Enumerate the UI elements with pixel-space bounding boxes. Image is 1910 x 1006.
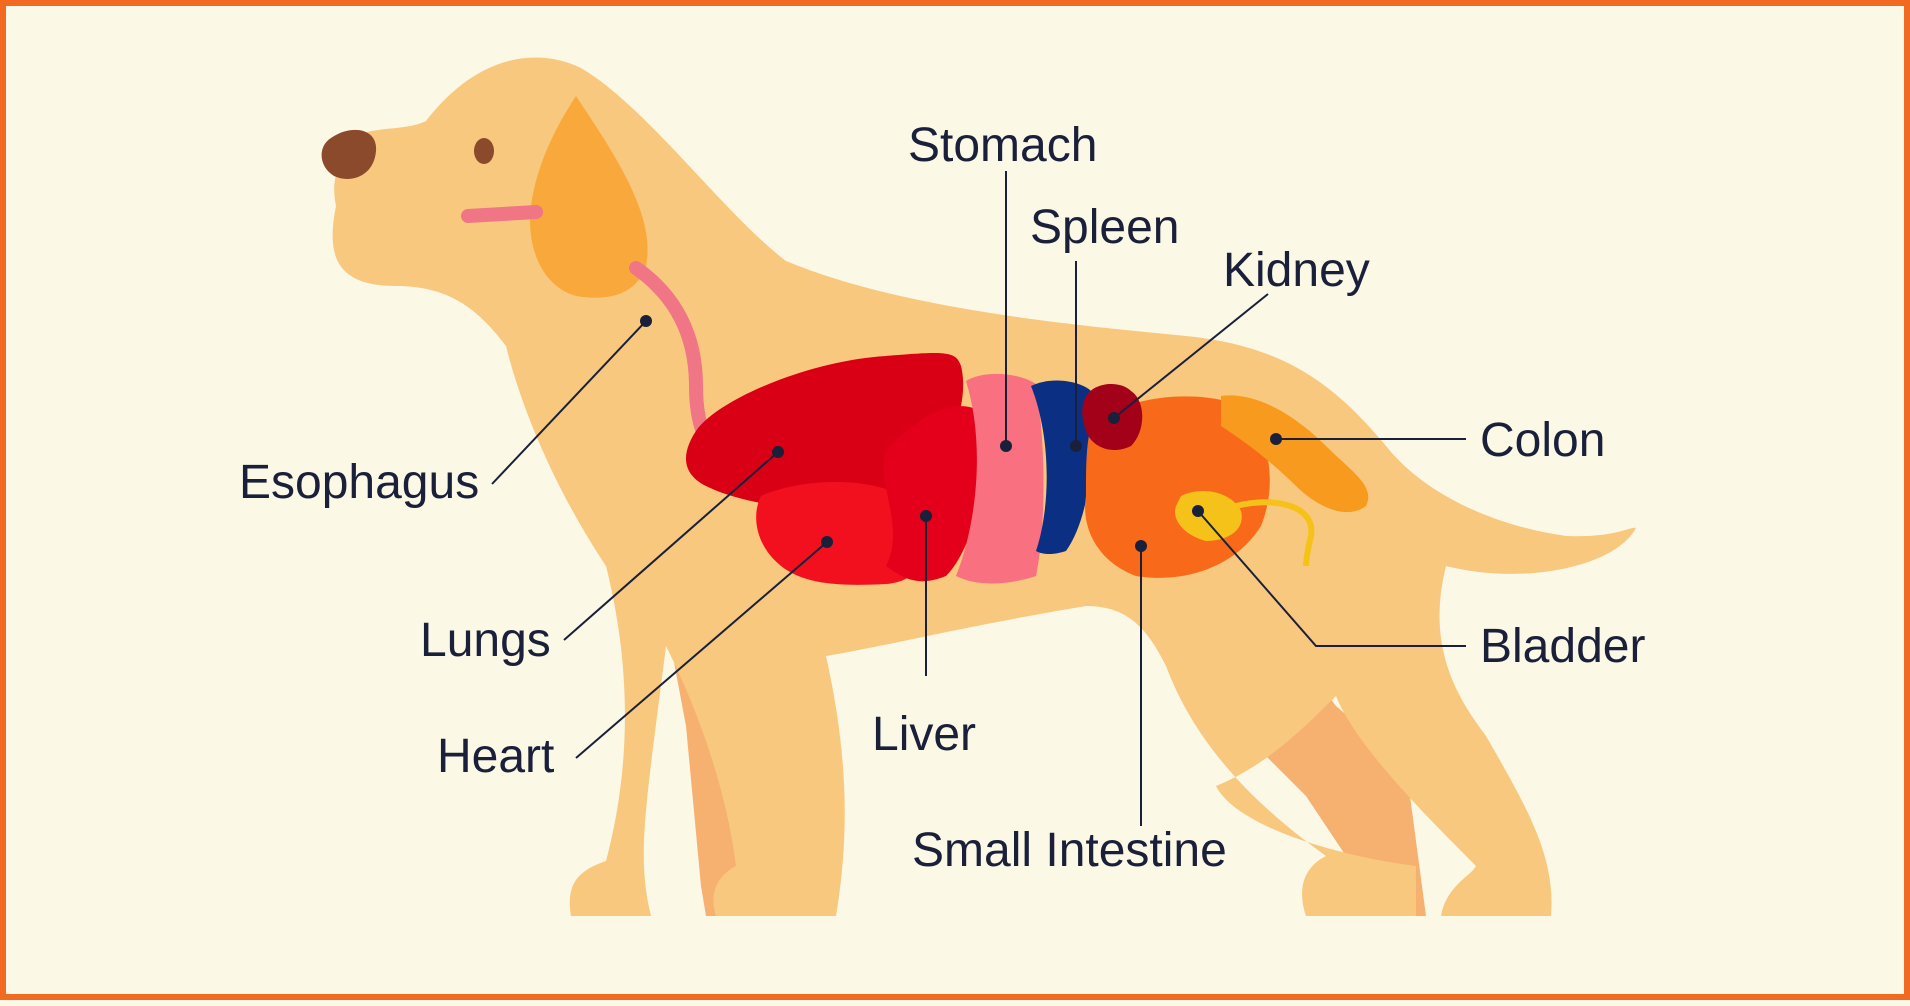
leader-esophagus [491, 320, 647, 485]
heart-organ [756, 482, 926, 585]
dot-lungs [772, 446, 784, 458]
dot-colon [1270, 433, 1282, 445]
ureter [1235, 499, 1315, 567]
label-spleen: Spleen [1030, 201, 1179, 254]
eye [474, 138, 494, 164]
dot-small-intestine [1135, 540, 1147, 552]
leader-heart [575, 541, 828, 759]
leader-lines [491, 171, 1466, 826]
label-kidney: Kidney [1223, 244, 1370, 297]
label-lungs: Lungs [420, 614, 551, 667]
label-liver: Liver [872, 708, 976, 761]
dot-bladder [1192, 505, 1204, 517]
dot-kidney [1108, 412, 1120, 424]
colon-organ [1221, 395, 1369, 513]
dog-anatomy-diagram: Stomach Spleen Kidney Colon Esophagus Lu… [239, 57, 1645, 917]
dot-liver [920, 510, 932, 522]
nose [321, 129, 377, 179]
leader-kidney [1113, 293, 1269, 419]
dot-spleen [1070, 440, 1082, 452]
leader-dots [640, 315, 1282, 552]
stomach-organ [956, 373, 1044, 584]
liver-organ [883, 406, 987, 582]
leader-lungs [563, 451, 779, 641]
ear [530, 96, 648, 298]
dot-esophagus [640, 315, 652, 327]
spleen-organ [1031, 380, 1093, 555]
bladder-organ [1175, 491, 1242, 541]
label-small-intestine: Small Intestine [912, 824, 1227, 877]
label-bladder: Bladder [1480, 620, 1645, 673]
organ-labels: Stomach Spleen Kidney Colon Esophagus Lu… [239, 119, 1645, 877]
label-colon: Colon [1480, 414, 1605, 467]
leader-bladder [1197, 510, 1466, 647]
label-stomach: Stomach [908, 119, 1097, 172]
label-heart: Heart [437, 730, 554, 783]
label-esophagus: Esophagus [239, 456, 479, 509]
dot-stomach [1000, 440, 1012, 452]
dot-heart [821, 536, 833, 548]
